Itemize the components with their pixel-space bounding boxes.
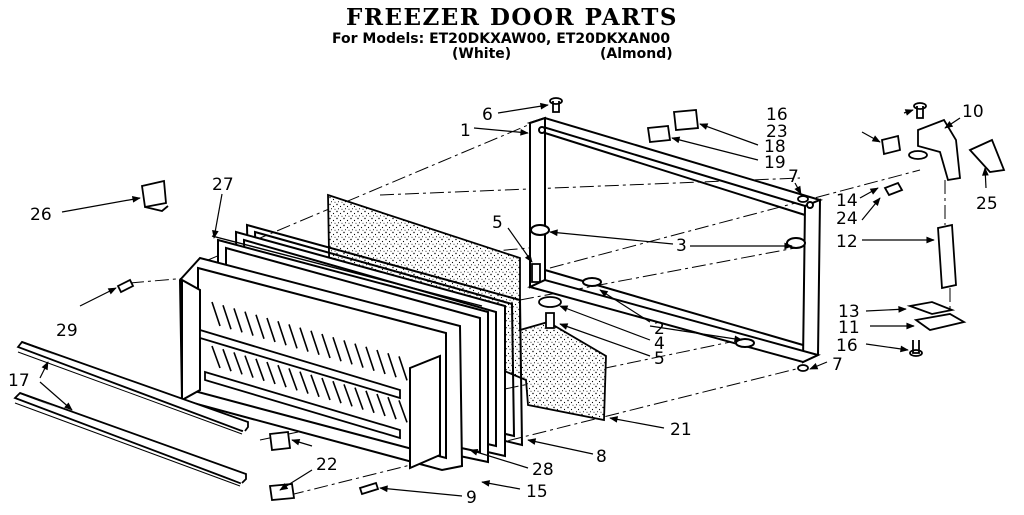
- callout-2: 2: [654, 319, 665, 339]
- shelf-rib: [233, 352, 243, 375]
- shelf-rib: [299, 327, 309, 352]
- callout-15: 15: [526, 482, 548, 502]
- models-subtitle: For Models: ET20DKXAW00, ET20DKXAN00: [332, 31, 671, 47]
- variant-white: (White): [452, 46, 512, 62]
- shelf-rib: [387, 396, 397, 420]
- shelf-rib: [222, 348, 232, 372]
- shelf-rib: [288, 324, 298, 349]
- callout-22: 22: [316, 455, 338, 475]
- shelf-rib: [288, 368, 298, 391]
- shelf-rib: [365, 346, 375, 372]
- shelf-rib: [255, 314, 265, 340]
- shelf-rib: [321, 333, 331, 359]
- callout-23: 23: [766, 122, 788, 142]
- shelf-rib: [354, 387, 364, 410]
- diagram-header: FREEZER DOOR PARTS For Models: ET20DKXAW…: [0, 0, 1024, 70]
- shelf-rib: [266, 361, 276, 385]
- callout-19: 19: [764, 153, 786, 173]
- callout-12: 12: [836, 232, 858, 252]
- callout-21: 21: [670, 420, 692, 440]
- shelf-rib: [266, 317, 276, 343]
- shelf-rib: [222, 304, 232, 330]
- callout-1: 1: [460, 121, 471, 141]
- shelf-rib: [244, 355, 254, 378]
- callout-25: 25: [976, 194, 998, 214]
- shelf-rib: [387, 352, 397, 378]
- callout-29: 29: [56, 321, 78, 341]
- shelf-rib: [255, 358, 265, 382]
- callout-17: 17: [8, 371, 30, 391]
- shelf-rib: [299, 371, 309, 394]
- callout-14: 14: [836, 191, 858, 211]
- shelf-rib: [277, 320, 287, 346]
- callout-5a: 5: [492, 213, 503, 233]
- callout-13: 13: [838, 302, 860, 322]
- shelf-rib: [332, 380, 342, 404]
- shelf-rib: [376, 349, 386, 375]
- callout-26: 26: [30, 205, 52, 225]
- shelf-rib: [277, 364, 287, 388]
- callout-6: 6: [482, 105, 493, 125]
- callout-9: 9: [466, 488, 477, 508]
- callout-16b: 16: [836, 336, 858, 356]
- door-trim-strips: [13, 340, 249, 487]
- door-liner: [178, 256, 464, 472]
- shelf-rib: [398, 356, 408, 381]
- shelf-rib: [233, 308, 243, 333]
- callout-28: 28: [532, 460, 554, 480]
- callout-3: 3: [676, 236, 687, 256]
- shelf-rib: [321, 377, 331, 401]
- shelf-rib: [398, 400, 408, 423]
- shelf-ribs: [211, 301, 408, 423]
- callout-18: 18: [764, 137, 786, 157]
- leader-lines: [39, 102, 989, 497]
- callout-24: 24: [836, 209, 858, 229]
- shelf-rib: [211, 345, 221, 369]
- shelf-rib: [332, 336, 342, 362]
- shelf-rib: [354, 343, 364, 368]
- callout-5b: 5: [654, 349, 665, 369]
- shelf-rib: [343, 340, 353, 365]
- callout-11: 11: [838, 318, 860, 338]
- shelf-rib: [343, 384, 353, 407]
- callout-4: 4: [654, 334, 665, 354]
- small-parts: [116, 97, 1006, 501]
- shelf-rib: [310, 374, 320, 398]
- variant-almond: (Almond): [600, 46, 673, 62]
- shelf-rib: [376, 393, 386, 417]
- callout-7b: 7: [832, 355, 843, 375]
- callout-27: 27: [212, 175, 234, 195]
- diagram-title: FREEZER DOOR PARTS: [346, 4, 678, 31]
- callout-16a: 16: [766, 105, 788, 125]
- shelf-bars: [199, 328, 401, 440]
- callout-10: 10: [962, 102, 984, 122]
- callout-labels: 1 2 3 4 5 5 5 6 7 7 8 9 10 11 12 13 14 1…: [8, 102, 998, 508]
- shelf-rib: [365, 390, 375, 414]
- shelf-rib: [310, 330, 320, 356]
- door-frame: [526, 116, 824, 364]
- callout-7a: 7: [788, 167, 799, 187]
- shelf-rib: [211, 301, 221, 327]
- callout-8: 8: [596, 447, 607, 467]
- shelf-rib: [244, 311, 254, 336]
